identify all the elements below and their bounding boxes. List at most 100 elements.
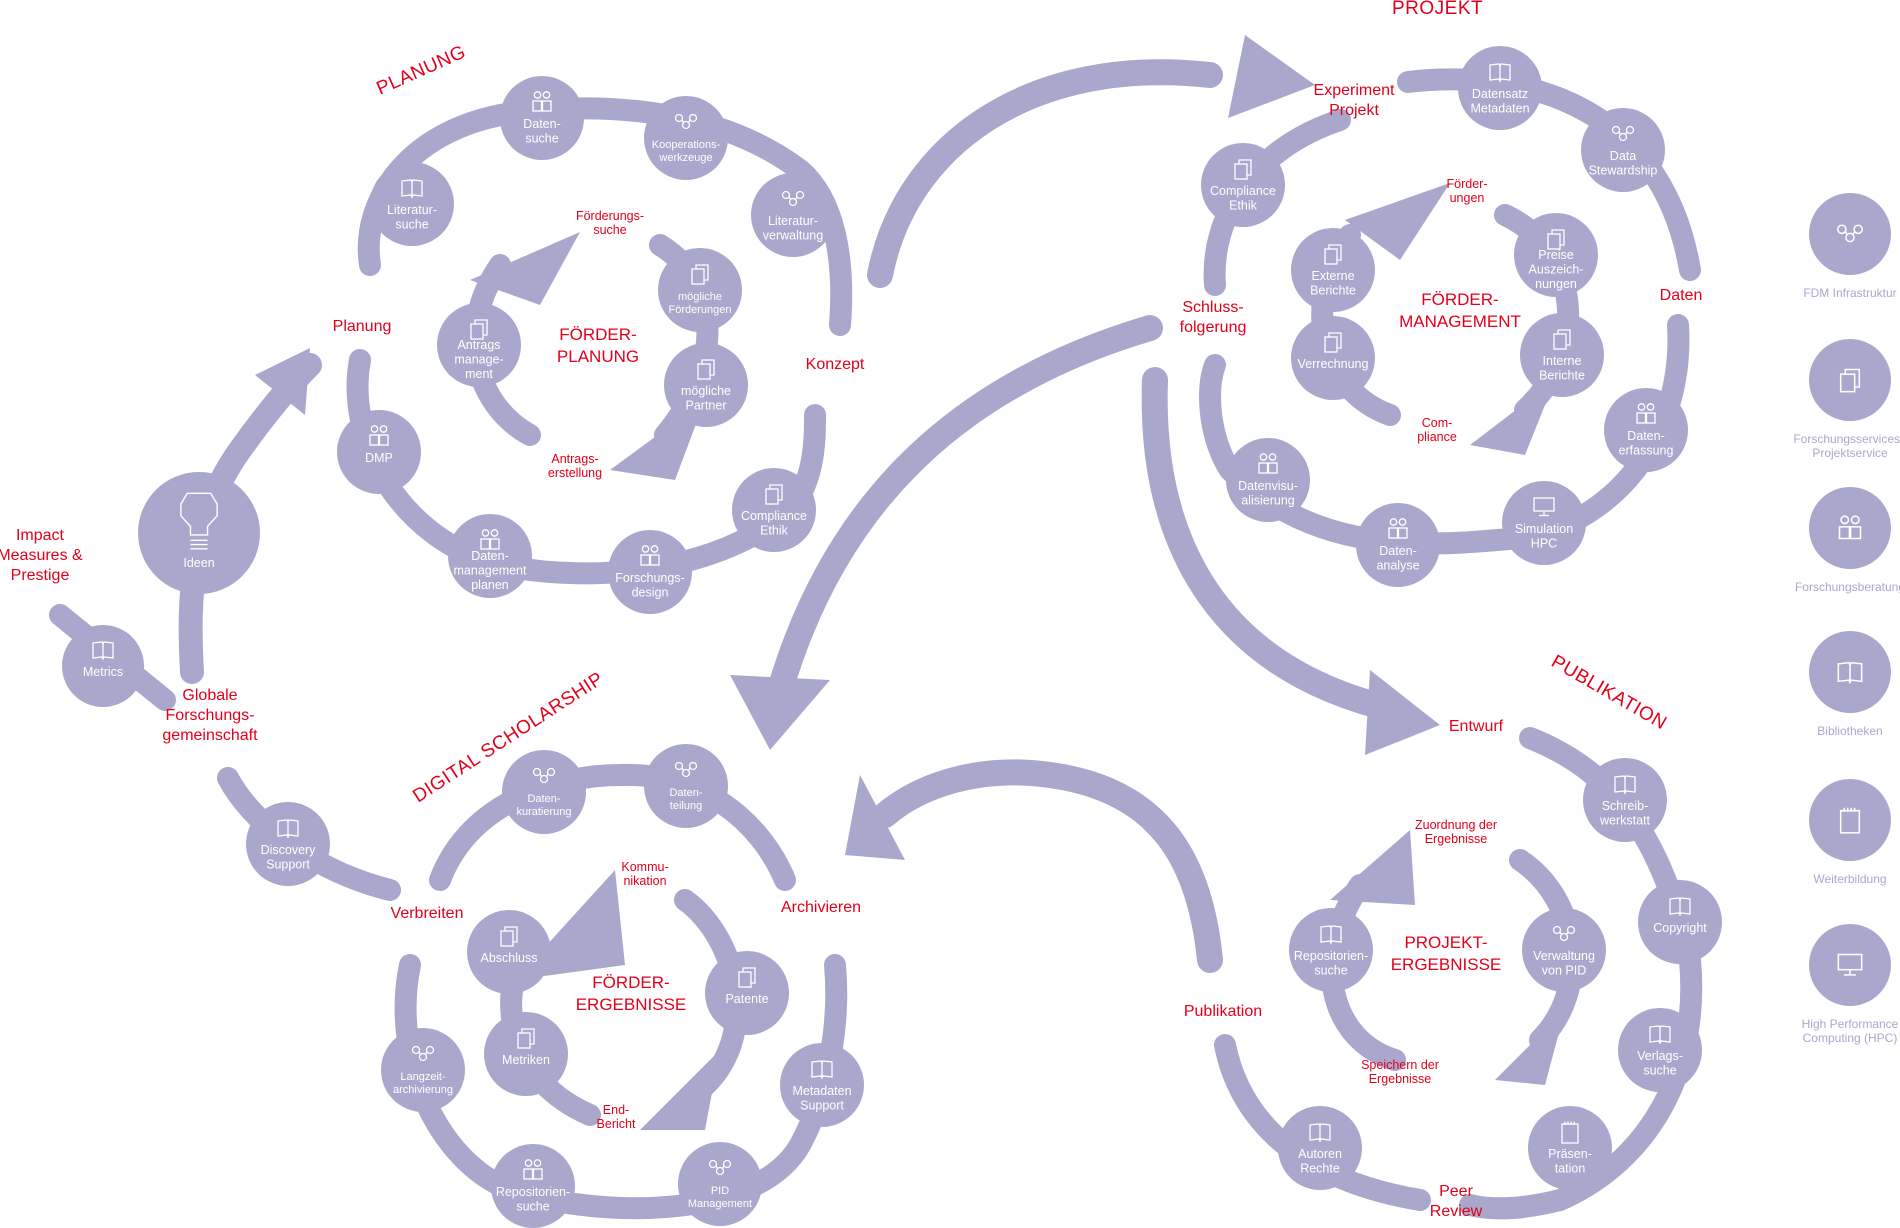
big-arrow-1: [867, 59, 1223, 288]
big-arrow-2-head: [730, 675, 830, 750]
node-forschungsdesign: Forschungs-design: [608, 530, 692, 614]
node-label: verwaltung: [763, 229, 823, 243]
node-label: Daten-: [669, 787, 702, 799]
big-arrow-4: [872, 759, 1223, 973]
node-circle: [1618, 1008, 1702, 1092]
node-label: Ideen: [183, 556, 214, 570]
center-title-foerderergebnisse: ERGEBNISSE: [576, 995, 687, 1014]
node-circle: [62, 625, 144, 707]
label-peer-review: Peer: [1439, 1183, 1473, 1200]
node-repositoriensuche-2: Repositorien-suche: [1289, 908, 1373, 992]
node-circle: [138, 472, 260, 594]
label-globale-forschungsgemeinschaft: Globale: [182, 687, 237, 704]
node-circle: [1289, 908, 1373, 992]
node-circle: [500, 76, 584, 160]
label-compliance: Com-: [1422, 416, 1453, 430]
node-circle: [664, 343, 748, 427]
node-circle: [751, 173, 835, 257]
node-label: teilung: [670, 800, 702, 812]
label-schlussfolgerung: folgerung: [1180, 319, 1247, 336]
section-title-publikation: PUBLIKATION: [1548, 651, 1671, 734]
node-circle: [370, 162, 454, 246]
node-dmp: DMP: [337, 410, 421, 494]
node-circle: [337, 410, 421, 494]
legend-item-book: Bibliotheken: [1809, 631, 1891, 738]
big-arrow-4-head: [845, 775, 905, 860]
label-verbreiten: Verbreiten: [391, 905, 464, 922]
projekt-inner-arrow-head: [1345, 183, 1450, 260]
label-impact: Prestige: [11, 567, 70, 584]
label-speichern-der-ergebnisse: Speichern der: [1361, 1058, 1439, 1072]
label-end-bericht: End-: [603, 1103, 629, 1117]
node-circle: [678, 1142, 762, 1226]
node-circle: [608, 530, 692, 614]
node-label: Compliance: [1210, 184, 1276, 198]
node-label: planen: [471, 578, 509, 592]
node-label: Metrics: [83, 665, 123, 679]
node-label: Compliance: [741, 509, 807, 523]
label-peer-review: Review: [1430, 1203, 1483, 1220]
node-label: analyse: [1376, 559, 1419, 573]
label-globale-forschungsgemeinschaft: gemeinschaft: [162, 727, 258, 744]
node-circle: [644, 96, 728, 180]
node-label: Ethik: [1229, 199, 1258, 213]
node-label: HPC: [1531, 537, 1557, 551]
legend-label: FDM Infrastruktur: [1803, 286, 1896, 300]
label-experiment-projekt: Projekt: [1329, 102, 1379, 119]
node-datensuche: Daten-suche: [500, 76, 584, 160]
node-label: Förderungen: [669, 304, 732, 316]
node-literatursuche: Literatur-suche: [370, 162, 454, 246]
label-speichern-der-ergebnisse: Ergebnisse: [1369, 1072, 1432, 1086]
node-label: design: [632, 586, 669, 600]
publikation-inner-arrow-head-2: [1495, 1010, 1565, 1085]
node-label: Schreib-: [1602, 799, 1649, 813]
label-foerderungen: Förder-: [1447, 177, 1488, 191]
node-label: kuratierung: [516, 806, 571, 818]
center-title-projektergebnisse: ERGEBNISSE: [1391, 955, 1502, 974]
node-label: von PID: [1542, 964, 1586, 978]
node-datenanalyse: Daten-analyse: [1356, 503, 1440, 587]
node-circle: [448, 514, 532, 598]
node-label: werkstatt: [1599, 814, 1651, 828]
node-metriken: Metriken: [484, 1012, 568, 1096]
legend-item-notepad: Weiterbildung: [1809, 779, 1891, 886]
node-label: Stewardship: [1589, 164, 1658, 178]
node-copyright: Copyright: [1638, 880, 1722, 964]
node-label: Kooperations-: [652, 139, 721, 151]
node-label: Präsen-: [1548, 1147, 1592, 1161]
flow-paths: [49, 59, 1703, 1220]
label-kommunikation: nikation: [623, 874, 666, 888]
node-label: Verrechnung: [1298, 357, 1369, 371]
node-label: Copyright: [1653, 921, 1707, 935]
center-title-projektergebnisse: PROJEKT-: [1404, 933, 1487, 952]
node-circle: [1604, 388, 1688, 472]
legend-circle: [1809, 339, 1891, 421]
node-datenkuratierung: Daten-kuratierung: [502, 750, 586, 834]
node-label: Verwaltung: [1533, 949, 1595, 963]
node-datenteilung: Daten-teilung: [644, 744, 728, 828]
node-circle: [1520, 313, 1604, 397]
node-circle: [1638, 880, 1722, 964]
node-circle: [1291, 316, 1375, 400]
node-label: Daten-: [523, 117, 561, 131]
node-label: Datensatz: [1472, 87, 1528, 101]
node-circle: [1356, 503, 1440, 587]
node-label: Literatur-: [768, 214, 818, 228]
node-label: nungen: [1535, 277, 1577, 291]
node-label: ment: [465, 367, 493, 381]
node-label: Berichte: [1310, 284, 1356, 298]
node-label: alisierung: [1241, 494, 1295, 508]
node-label: Daten-: [1627, 429, 1665, 443]
node-label: Verlags-: [1637, 1049, 1683, 1063]
center-title-foerderplanung: PLANUNG: [557, 347, 639, 366]
legend-item-documents: Forschungsservices /Projektservice: [1793, 339, 1900, 460]
node-label: Daten-: [471, 549, 509, 563]
node-circle: [1502, 481, 1586, 565]
